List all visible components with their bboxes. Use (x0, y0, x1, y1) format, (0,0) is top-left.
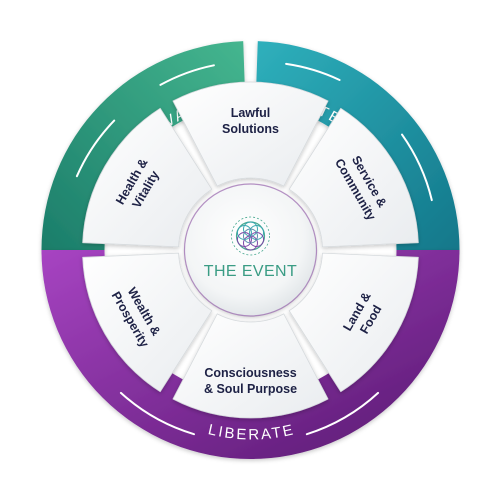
flower-of-life-icon (231, 216, 270, 256)
segment-1: Service &Community (288, 107, 419, 248)
integrate-deco-line-2 (401, 133, 433, 202)
segment-2: Land &Food (288, 252, 419, 393)
liberate-label: LIBERATE (207, 421, 297, 443)
center-hub: THE EVENT (183, 183, 318, 317)
segment-shape-2 (288, 252, 419, 393)
center-title: THE EVENT (204, 263, 297, 280)
segment-shape-1 (288, 107, 419, 248)
segment-label-line: Lawful (231, 106, 271, 120)
segment-5: Health &Vitality (82, 107, 213, 248)
segment-4: Wealth &Prosperity (82, 252, 213, 393)
segment-shape-5 (82, 107, 213, 248)
liberate-deco-line-left (119, 391, 195, 436)
liberate-band (41, 250, 460, 459)
activate-deco-line (75, 119, 116, 178)
segment-label-3: Consciousness & Soul Purpose (204, 366, 297, 396)
liberate-deco-line-right (305, 391, 380, 436)
segment-shape-3 (172, 313, 329, 419)
segment-label-line: Solutions (222, 122, 279, 136)
segment-shape-4 (82, 252, 213, 393)
segment-label-line: & Soul Purpose (204, 382, 297, 396)
integrate-deco-line (285, 62, 341, 81)
segment-3: Consciousness & Soul Purpose (172, 313, 329, 419)
segment-shape-0 (172, 81, 329, 187)
activate-deco-line-2 (159, 64, 215, 86)
segment-label-line: Consciousness (204, 366, 296, 380)
center-circle-border (183, 183, 318, 317)
